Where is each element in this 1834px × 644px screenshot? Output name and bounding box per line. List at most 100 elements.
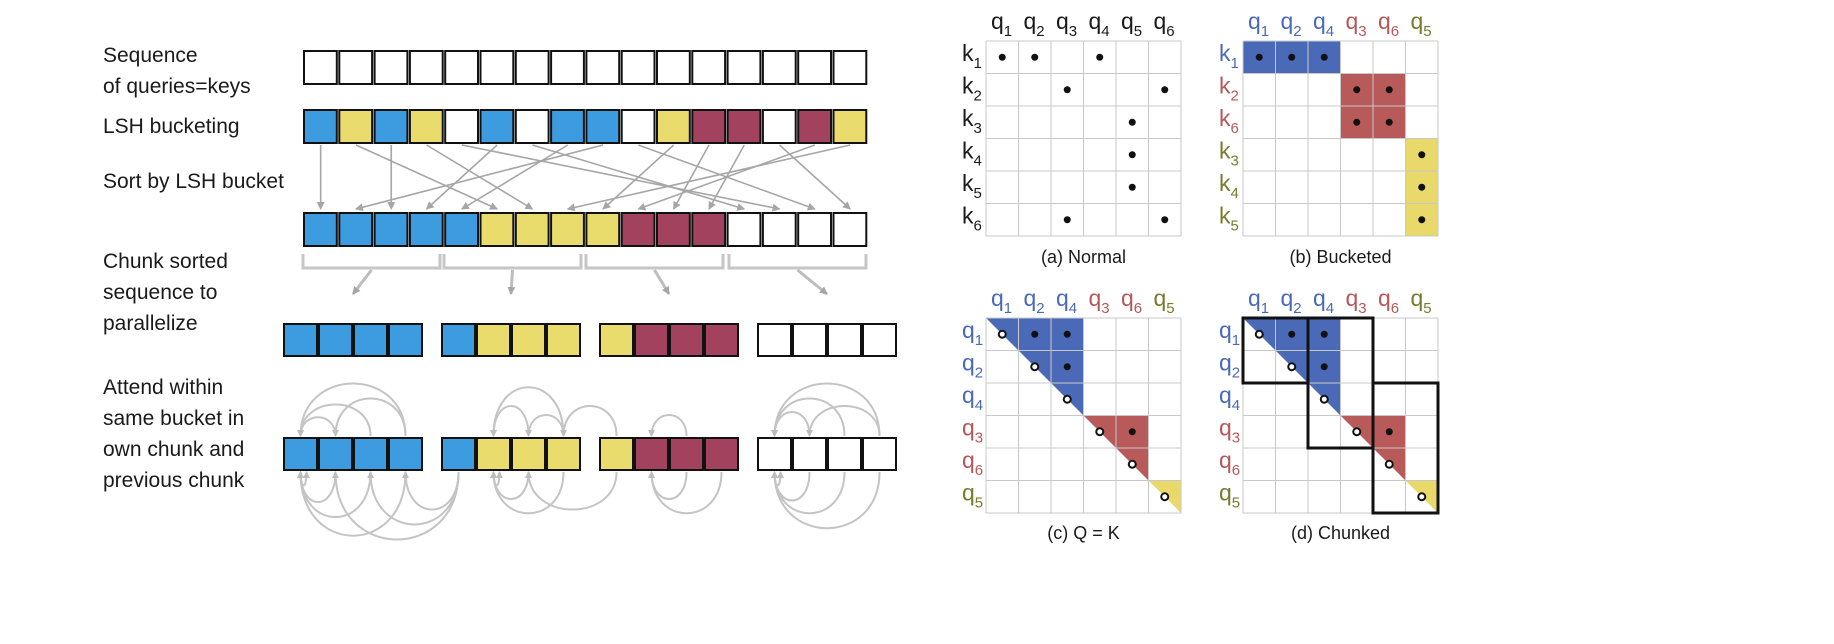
row-label: q6 [962,447,983,479]
chunk-arrow [653,269,671,295]
sorted-sequence-cell [373,212,409,247]
chunked-sequence-cell [634,323,669,357]
attention-dot [1320,53,1328,61]
attention-arc [525,471,618,511]
chunked-sequence-cell [827,323,862,357]
attention-arc [297,416,337,437]
bucketed-sequence-cell [585,109,621,144]
sort-arrows [316,144,851,212]
attention-dot [1063,330,1071,338]
attention-arcs [297,382,881,541]
sorted-sequence-cell [691,212,727,247]
column-label: q1 [991,285,1012,317]
attention-dot [998,53,1006,61]
sorted-sequence-cell [338,212,374,247]
attention-dot [1385,428,1393,436]
chunked-sequence-cell [476,323,511,357]
attention-dot [1418,216,1426,224]
attention-arc [648,414,688,437]
row-label: q6 [1219,447,1240,479]
attention-dot [1031,330,1039,338]
attention-dot [1353,86,1361,94]
column-label: q3 [1056,8,1077,40]
row-label: q5 [1219,480,1240,512]
original-sequence-cell [550,50,585,85]
row-label: q1 [1219,317,1240,349]
bucketed-sequence-cell [550,109,585,144]
attention-dot [1063,86,1071,94]
attention-dot [1255,53,1263,61]
row-label: q5 [962,480,983,512]
column-label: q5 [1154,285,1175,317]
attention-dot [1161,86,1169,94]
attention-arc [297,403,372,437]
column-label: q5 [1411,285,1432,317]
chunked-sequence-cell [441,323,476,357]
attend-sequence-cell [669,437,704,471]
attention-arc [297,382,407,437]
sort-arrow [566,144,851,212]
sort-arrow [355,144,499,210]
chunked-sequence-cell [511,323,546,357]
sorted-sequence-cell [726,212,762,247]
column-label: q3 [1346,8,1367,40]
column-label: q4 [1056,285,1077,317]
chunk-bracket [584,254,725,270]
sort-arrow [426,144,534,210]
column-label: q4 [1089,8,1110,40]
bucketed-sequence-cell [691,109,727,144]
column-label: q2 [1281,8,1302,40]
column-label: q1 [991,8,1012,40]
attention-arc [490,386,565,437]
original-sequence-cell [832,50,868,85]
sorted-sequence-cell [620,212,656,247]
column-label: q6 [1378,285,1399,317]
sorted-sequence-cell [408,212,444,247]
chunk-bracket [301,254,442,270]
row-label: k5 [1219,203,1239,235]
row-label: q4 [962,382,983,414]
original-sequence-cell [444,50,480,85]
row-label: k1 [962,40,982,72]
row-label: q2 [1219,350,1240,382]
matrix-caption: (c) Q = K [1047,523,1120,543]
chunked-sequence-cell [792,323,827,357]
attention-arc [490,405,530,437]
self-attention-dot [1254,329,1264,339]
attention-arc [771,471,881,530]
bucketed-sequence-cell [408,109,444,144]
bucketed-sequence-cell [797,109,833,144]
attention-dot [1128,428,1136,436]
sort-arrow [425,144,498,210]
chunked-sequence-cell [388,323,423,357]
original-sequence-cell [303,50,338,85]
bucketed-sequence-cell [303,109,338,144]
row-label: k6 [962,203,982,235]
row-label: k2 [962,73,982,105]
sorted-sequence-cell [761,212,797,247]
self-attention-dot [997,329,1007,339]
column-label: q6 [1121,285,1142,317]
sequence-rows [283,50,897,471]
self-attention-dot [1095,427,1105,437]
column-label: q3 [1089,285,1110,317]
attend-sequence-cell [862,437,897,471]
attention-dot [1353,118,1361,126]
row-label: q3 [1219,415,1240,447]
attention-dot [1128,151,1136,159]
row-label: k6 [1219,105,1239,137]
sorted-sequence-cell [585,212,621,247]
attention-arc [560,405,618,437]
original-sequence-cell [479,50,515,85]
row-label: k3 [962,105,982,137]
attend-sequence-cell [704,437,739,471]
chunked-sequence-cell [669,323,704,357]
sorted-sequence-cell [444,212,480,247]
row-label: q3 [962,415,983,447]
sorted-sequence-cell [479,212,515,247]
sorted-sequence-cell [303,212,338,247]
self-attention-dot [1160,492,1170,502]
